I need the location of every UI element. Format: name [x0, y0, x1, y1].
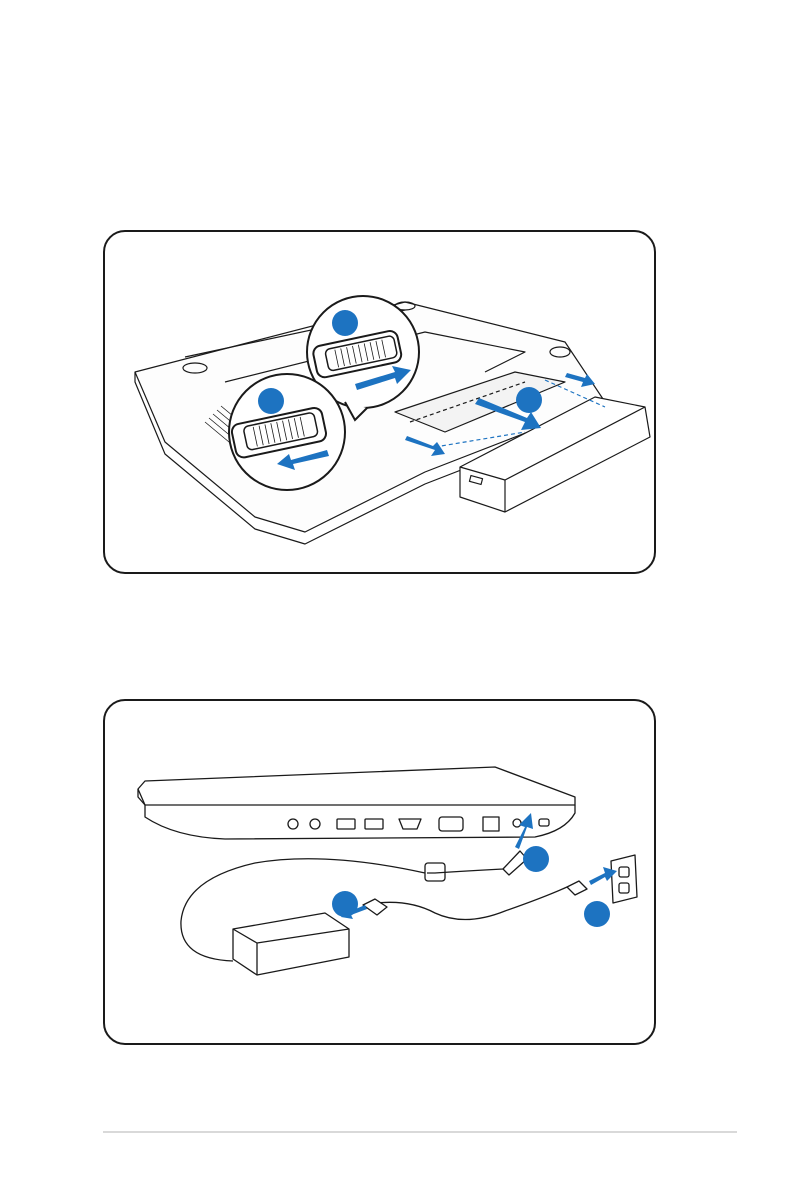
- footer-rule: [103, 1131, 737, 1133]
- power-connect-figure: [103, 699, 656, 1045]
- step-3-badge: [584, 901, 610, 927]
- laptop-battery-illustration: [105, 232, 654, 572]
- step-2-badge: [332, 891, 358, 917]
- step-1-badge: [258, 388, 284, 414]
- step-3-badge: [516, 387, 542, 413]
- battery-install-figure: [103, 230, 656, 574]
- step-2-badge: [332, 310, 358, 336]
- step-1-badge: [523, 846, 549, 872]
- laptop-adapter-illustration: [105, 701, 654, 1043]
